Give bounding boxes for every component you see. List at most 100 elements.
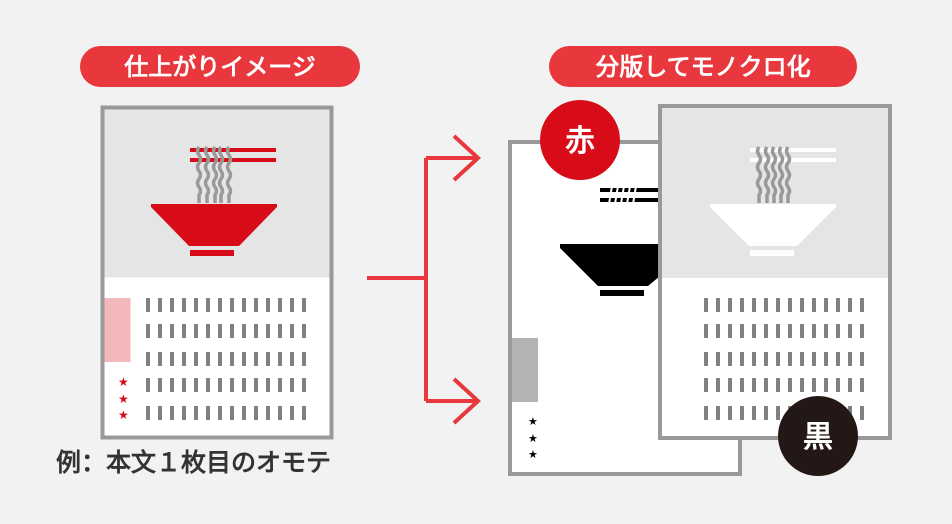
split-arrow [367, 134, 481, 425]
star-icon: ★ [528, 448, 538, 461]
text-bar [254, 352, 258, 366]
text-bar [194, 324, 198, 338]
text-bar [776, 324, 780, 338]
arrow-head-bottom [452, 377, 481, 425]
text-bar [740, 352, 744, 366]
text-bar [182, 406, 186, 420]
text-bar [764, 298, 768, 312]
text-bar [764, 406, 768, 420]
text-bar [800, 324, 804, 338]
text-bar [728, 378, 732, 392]
text-bar [146, 406, 150, 420]
text-bar [716, 324, 720, 338]
text-bar [158, 378, 162, 392]
text-bar [848, 298, 852, 312]
text-bar [860, 378, 864, 392]
text-bar [194, 352, 198, 366]
pink-block [104, 298, 131, 362]
text-bar [266, 298, 270, 312]
text-bar [242, 324, 246, 338]
text-bar [290, 352, 294, 366]
text-bar [230, 324, 234, 338]
text-bar [170, 324, 174, 338]
text-bar [230, 378, 234, 392]
text-bar [302, 352, 306, 366]
text-bar [266, 324, 270, 338]
text-bar [836, 352, 840, 366]
text-bar [278, 324, 282, 338]
text-bar [218, 324, 222, 338]
text-bar [848, 324, 852, 338]
text-bar [302, 324, 306, 338]
finished-card: ★ ★ ★ [100, 105, 334, 440]
text-bar [716, 378, 720, 392]
text-bar [254, 406, 258, 420]
text-bar [752, 324, 756, 338]
text-bar [254, 298, 258, 312]
text-bar [158, 406, 162, 420]
text-bar [290, 378, 294, 392]
separation-text: 分版してモノクロ化 [595, 53, 810, 81]
text-bar [266, 352, 270, 366]
text-bar [158, 352, 162, 366]
text-bar [740, 298, 744, 312]
text-bar [800, 298, 804, 312]
text-bar [740, 406, 744, 420]
red-plate-text: 赤 [565, 124, 595, 159]
text-bar [182, 324, 186, 338]
text-bar [728, 406, 732, 420]
text-bar [206, 324, 210, 338]
text-bar [194, 378, 198, 392]
text-bar [788, 324, 792, 338]
text-bar [836, 378, 840, 392]
text-bar [860, 352, 864, 366]
chopsticks-icon [750, 148, 836, 162]
text-bar [218, 378, 222, 392]
chopsticks-icon [600, 185, 660, 205]
text-bar [206, 406, 210, 420]
text-bar [800, 352, 804, 366]
red-plate-badge: 赤 [540, 100, 620, 180]
text-bar [836, 298, 840, 312]
caption: 例：本文１枚目のオモテ [56, 448, 331, 477]
text-bar [254, 378, 258, 392]
text-bar [812, 298, 816, 312]
text-bar [764, 352, 768, 366]
text-bar [302, 406, 306, 420]
text-bar [206, 298, 210, 312]
star-icon: ★ [118, 408, 129, 422]
text-bars-left [146, 298, 306, 420]
text-bar [302, 378, 306, 392]
text-bar [848, 352, 852, 366]
text-bar [218, 298, 222, 312]
noodles-icon [755, 145, 792, 203]
text-bar [716, 406, 720, 420]
text-bar [242, 406, 246, 420]
text-bar [242, 298, 246, 312]
text-bar [218, 352, 222, 366]
text-bar [812, 324, 816, 338]
text-bar [776, 352, 780, 366]
black-plate-text: 黒 [803, 420, 833, 455]
bowl-icon [710, 204, 836, 256]
text-bar [182, 352, 186, 366]
arrow-head-top [452, 134, 481, 182]
text-bar [848, 378, 852, 392]
text-bar [764, 324, 768, 338]
text-bar [230, 298, 234, 312]
text-bar [704, 352, 708, 366]
text-bar [170, 406, 174, 420]
text-bar [824, 324, 828, 338]
gray-block [512, 338, 538, 402]
text-bar [266, 378, 270, 392]
text-bar [290, 406, 294, 420]
text-bar [230, 352, 234, 366]
text-bar [764, 378, 768, 392]
star-icon: ★ [528, 415, 538, 428]
text-bar [824, 298, 828, 312]
text-bar [242, 378, 246, 392]
text-bar [788, 298, 792, 312]
text-bar [740, 378, 744, 392]
text-bar [302, 298, 306, 312]
text-bar [158, 298, 162, 312]
